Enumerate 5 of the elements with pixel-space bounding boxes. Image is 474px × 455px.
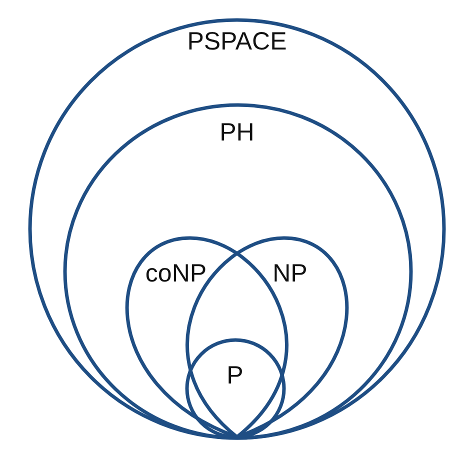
set-label: P xyxy=(226,364,244,388)
set-label: PH xyxy=(220,120,254,146)
set-label: NP xyxy=(272,262,308,286)
set-label: PSPACE xyxy=(187,30,287,54)
set-label: coNP xyxy=(145,262,207,286)
